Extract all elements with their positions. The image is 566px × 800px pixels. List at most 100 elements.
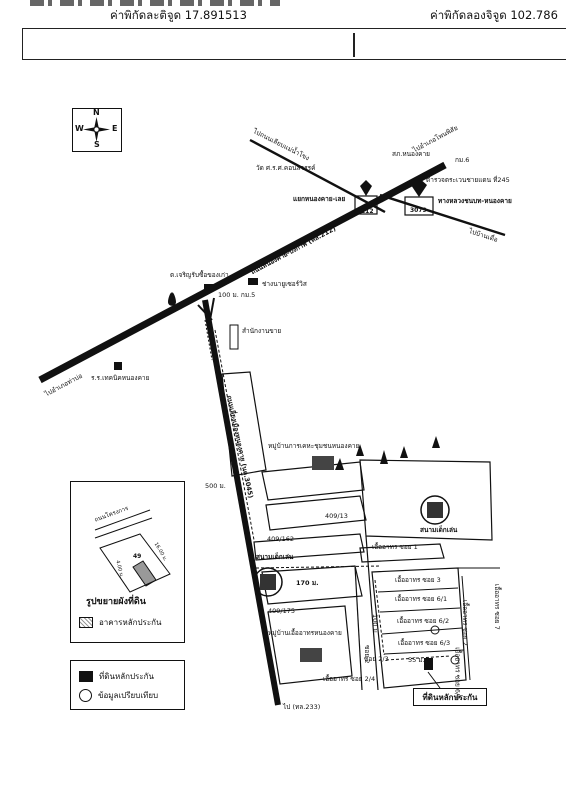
road-to-mekong-line: [249, 138, 386, 214]
label-soi-6-1: เอื้ออาทร ซอย 6/1: [395, 595, 448, 603]
market-icon: [204, 284, 214, 291]
route-dash-2: [214, 329, 255, 541]
label-soi-2: เอื้ออาทร ซอย 2: [461, 600, 469, 646]
label-village-1: หมู่บ้านการเคหะชุมชนหนองคาย: [268, 442, 360, 450]
longitude-text: ค่าพิกัดลองจิจูด 102.786: [430, 8, 558, 22]
legend-comparison-text: ข้อมูลเปรียบเทียบ: [98, 691, 159, 700]
compass-star-icon: [83, 117, 110, 142]
label-sport-field: สนามเด็กเล่น: [256, 553, 294, 561]
soi-7-line: [461, 575, 471, 681]
sport-field-badge-2: [253, 567, 283, 597]
legend-row-collateral: ที่ดินหลักประกัน: [79, 670, 154, 683]
inset-road-a: [94, 509, 151, 531]
label-km6: กม.6: [455, 156, 470, 164]
shop-icon: [248, 278, 258, 285]
compass-w: W: [75, 124, 84, 133]
inset-dim-b: 16.00 ม.: [152, 541, 169, 563]
label-lot-409-175: 409/175: [268, 607, 296, 615]
label-soi-6-2: เอื้ออาทร ซอย 6/2: [397, 617, 450, 625]
junction-curve-b: [209, 297, 215, 321]
label-gas: ช่างนายูเซอร์วิส: [262, 280, 307, 288]
soi-line-2: [379, 607, 461, 613]
inset-road-b: [94, 517, 153, 539]
building-hatch-icon: [79, 617, 93, 628]
label-soi-2-3: ซอย 2/3: [364, 655, 389, 663]
latitude-text: ค่าพิกัดละติจูด 17.891513: [110, 8, 247, 22]
route-dash-4: [374, 579, 385, 656]
soi-line-1: [377, 587, 459, 593]
label-soi-1: เอื้ออาทร ซอย 1: [372, 543, 418, 551]
soi-line-3: [381, 627, 463, 635]
block-5: [253, 533, 365, 561]
label-hospital: ร.ร.เทคนิคหนองคาย: [91, 374, 150, 382]
sport-field-badge-1-fill: [427, 502, 443, 518]
inset-lot: [99, 533, 171, 593]
soi-2-line: [365, 535, 379, 691]
route-dash-3: [255, 565, 381, 569]
label-dist-500: 500 ม.: [205, 482, 226, 490]
label-wat: วัด ศ.ร.ศ.คอนสวรรค์: [256, 164, 316, 172]
label-lot-409-162: 409/162: [267, 535, 295, 543]
inset-dim-a: 4.00 ม.: [114, 559, 125, 579]
compass-e: E: [112, 124, 118, 133]
route-dash-5: [385, 655, 451, 661]
property-marker: [424, 658, 433, 670]
village-2-house-icon: [300, 648, 322, 662]
inset-title: รูปขยายผังที่ดิน: [86, 597, 146, 607]
office-building-icon: [229, 324, 239, 350]
label-border-patrol: ตำรวจตระเวนชายแดน ที่245: [426, 176, 510, 184]
sport-field-badge-1: [420, 495, 450, 525]
block-7: [267, 605, 353, 685]
label-dist-170: 170 ม.: [296, 579, 319, 587]
label-village-2: หมู่บ้านเอื้ออาทรหนองคาย: [268, 629, 342, 637]
label-lot-409-13: 409/13: [325, 512, 348, 520]
label-sport-field-2: สนามเด็กเล่น: [420, 526, 458, 534]
property-box-label: ที่ดินหลักประกัน: [413, 688, 487, 706]
inset-legend-building: อาคารหลักประกัน: [99, 617, 162, 627]
coordinate-divider: [353, 33, 355, 57]
shield-212-text: 212: [361, 208, 374, 215]
road-3045-line: [202, 299, 281, 706]
label-soi-7: เอื้ออาทร ซอย 7: [493, 584, 501, 630]
comparison-circle-1: [430, 625, 440, 635]
property-pointer: [427, 671, 441, 689]
shield-3079-text: 3079: [410, 207, 427, 214]
inset-panel: ถนนโครงการ 49 4.00 ม. 16.00 ม. รูปขยายผั…: [70, 481, 185, 643]
label-soi-6-3: เอื้ออาทร ซอย 6/3: [398, 639, 451, 647]
block-3: [265, 495, 367, 531]
label-junction-office: แยกหนองคาย-เลย: [293, 195, 346, 203]
legend-panel: ที่ดินหลักประกัน ข้อมูลเปรียบเทียบ: [70, 660, 185, 710]
tree-icons: [335, 436, 440, 470]
sport-field-badge-2-fill: [260, 574, 276, 590]
inset-road-label: ถนนโครงการ: [93, 504, 130, 524]
village-1-house-icon: [312, 456, 334, 470]
block-4: [359, 459, 493, 541]
label-route-233: ไป (ทล.233): [283, 703, 321, 711]
label-police: สภ.หนองคาย: [392, 150, 430, 158]
label-dist-55: 55 ม.: [408, 656, 425, 664]
collateral-swatch-icon: [79, 671, 93, 682]
comparison-circle-2: [450, 655, 460, 665]
inset-plot-number: 49: [133, 553, 142, 560]
fuel-drop-icon: [168, 292, 176, 306]
legend-row-comparison: ข้อมูลเปรียบเทียบ: [79, 689, 158, 702]
soi-2b-line: [354, 565, 363, 691]
road-to-ban-phue-line: [379, 193, 506, 237]
block-1: [221, 371, 267, 477]
compass-s: S: [94, 140, 100, 149]
label-market: ต.เจริญรับซื้อของเก่า: [170, 271, 229, 279]
hospital-icon: [114, 362, 122, 370]
compass-rose: N S E W: [72, 108, 122, 152]
label-soi-3: เอื้ออาทร ซอย 3: [395, 576, 441, 584]
comparison-circle-icon: [79, 689, 92, 702]
block-6: [261, 565, 363, 605]
block-9: [371, 567, 467, 689]
top-scan-artifact: [30, 0, 280, 6]
highway-eagle-icon: [411, 178, 427, 197]
label-district-office: สำนักงานขาย: [242, 327, 282, 335]
compass-n: N: [93, 108, 100, 117]
label-dist-100: 100 ม.: [371, 614, 379, 635]
coordinate-bar: [22, 28, 566, 60]
highway-eagle-icon-2: [360, 180, 372, 196]
inset-legend-row: อาคารหลักประกัน: [79, 617, 161, 628]
